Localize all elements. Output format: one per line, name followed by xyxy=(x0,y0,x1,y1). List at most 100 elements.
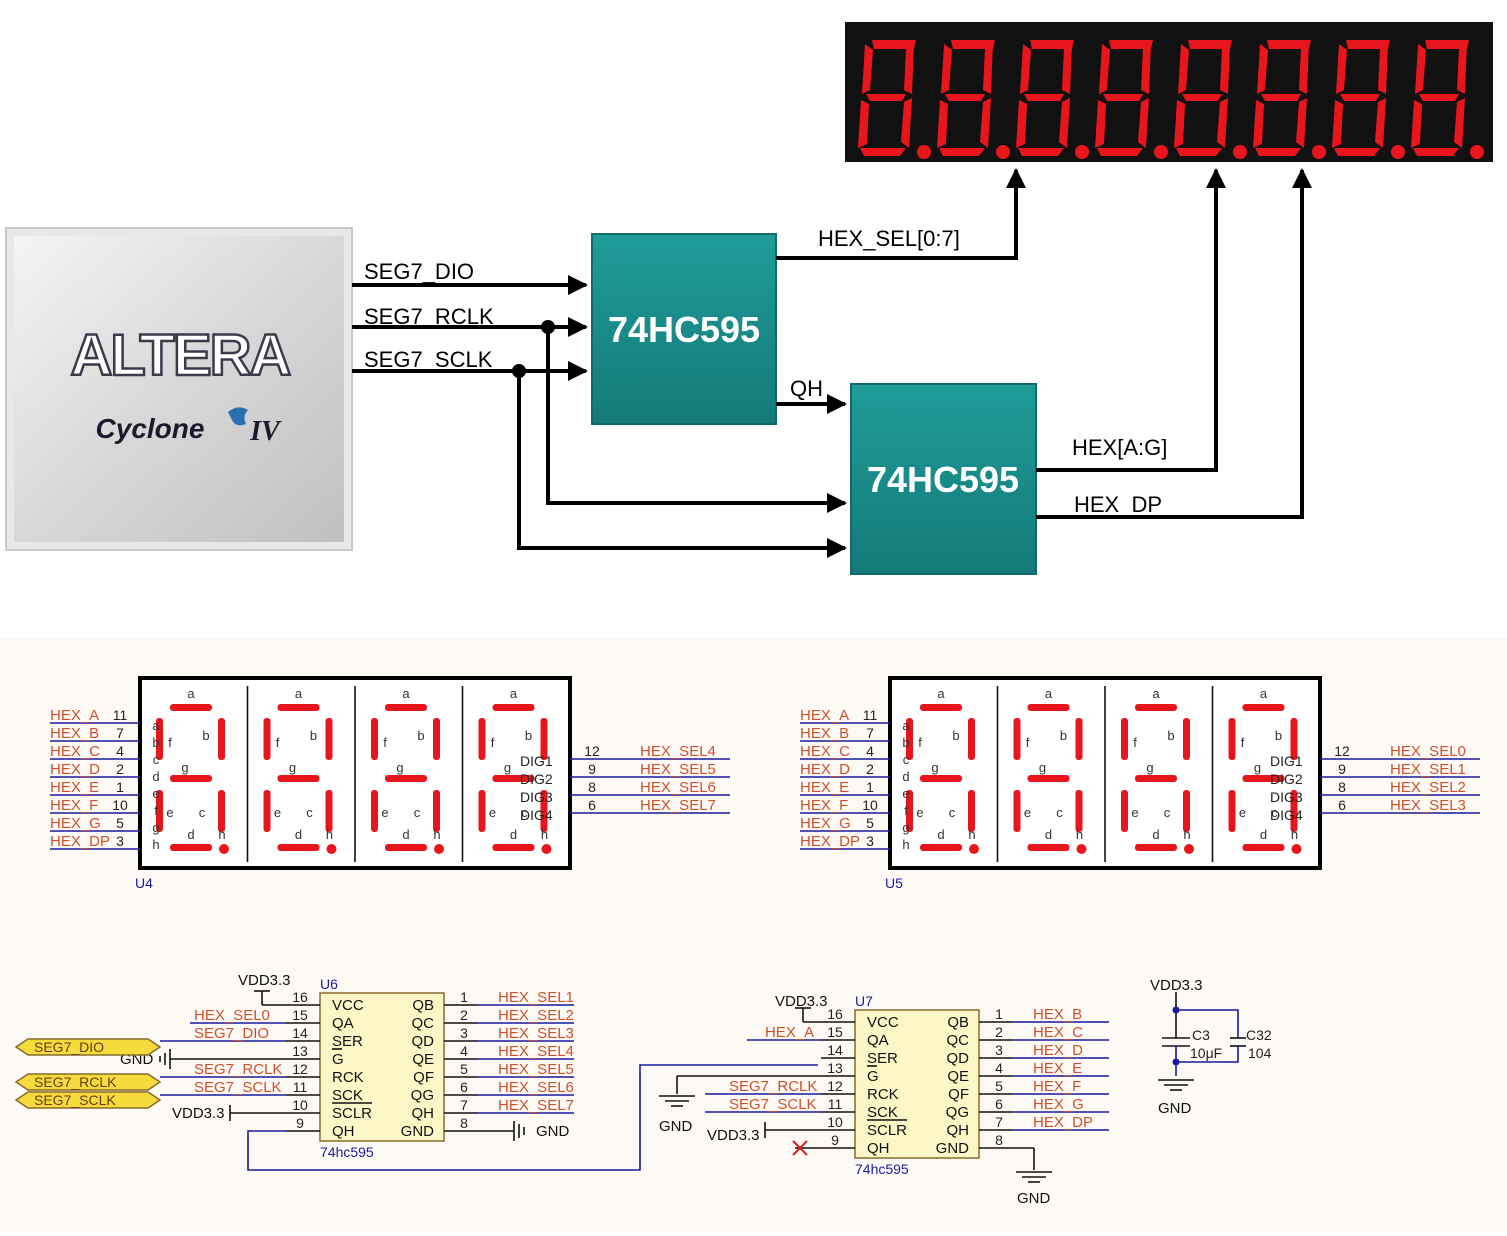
segment-pin-letter: e xyxy=(152,786,159,801)
net-label: HEX_SEL2 xyxy=(1390,779,1466,796)
segment-letter: f xyxy=(1026,735,1030,750)
net-label: HEX_B xyxy=(800,725,849,742)
seg-g xyxy=(492,775,535,782)
pin-number: 7 xyxy=(460,1097,468,1113)
net-label: HEX_SEL6 xyxy=(498,1079,574,1096)
label-seg7-dio: SEG7_DIO xyxy=(364,259,474,284)
net-label: HEX_SEL2 xyxy=(498,1007,574,1024)
ground-symbol-u7-out xyxy=(1016,1171,1052,1183)
segment-letter: b xyxy=(525,728,532,743)
port-label: SEG7_RCLK xyxy=(34,1074,117,1090)
segment-pin-letter: f xyxy=(904,803,908,818)
net-label: SEG7_RCLK xyxy=(729,1078,817,1095)
led-seg-d xyxy=(1255,148,1301,156)
seg-f xyxy=(263,718,271,760)
junction-dot xyxy=(1172,1058,1180,1066)
shift-register-2 xyxy=(850,383,1037,575)
ic-pin-name: QH xyxy=(867,1140,890,1157)
net-label: HEX_D xyxy=(50,761,100,778)
net-label: HEX_SEL3 xyxy=(498,1025,574,1042)
ic-pin-name: SCK xyxy=(867,1104,898,1121)
block-diagram: ALTERA Cyclone IV 74HC595 74HC595 SEG7_D… xyxy=(5,22,1493,575)
net-label: HEX_E xyxy=(50,779,99,796)
seg-e xyxy=(371,790,378,832)
pin-number: 6 xyxy=(460,1079,468,1095)
led-digit xyxy=(1253,40,1326,159)
digit-label: DIG1 xyxy=(520,753,553,769)
pin-number: 10 xyxy=(292,1097,308,1113)
seg-a xyxy=(385,704,427,711)
seg-e xyxy=(906,790,913,832)
pin-number: 2 xyxy=(460,1007,468,1023)
led-seg-dp xyxy=(1233,145,1247,159)
no-connect-icon xyxy=(792,1140,808,1156)
pin-number: 6 xyxy=(995,1096,1003,1112)
seg-f xyxy=(478,718,486,760)
led-seg-d xyxy=(1176,148,1222,156)
led-seg-c xyxy=(1454,98,1465,148)
segment-letter: d xyxy=(510,827,517,842)
segment-pin-letter: g xyxy=(902,820,909,835)
segment-letter: g xyxy=(1254,760,1261,775)
led-seg-e xyxy=(1095,100,1106,148)
led-digit xyxy=(1174,40,1247,159)
ground-symbol-u7-g xyxy=(659,1095,695,1107)
seg-e xyxy=(1121,790,1128,832)
led-seg-e xyxy=(1332,100,1343,148)
seg-b xyxy=(218,718,225,760)
label-hex-sel: HEX_SEL[0:7] xyxy=(818,226,960,251)
segment-letter: e xyxy=(1239,805,1246,820)
segment-letter: a xyxy=(1152,686,1160,701)
segment-letter: h xyxy=(433,827,440,842)
led-digit xyxy=(1332,40,1405,159)
pin-number: 14 xyxy=(292,1025,308,1041)
segment-letter: g xyxy=(396,760,403,775)
seg-c xyxy=(1183,790,1190,832)
junction-rclk xyxy=(541,320,555,334)
pin-number: 11 xyxy=(113,707,128,723)
segment-pin-letter: c xyxy=(903,752,910,767)
wire-hex-seg xyxy=(1036,168,1226,472)
seg-f xyxy=(371,718,378,760)
seg-b xyxy=(1183,718,1190,760)
net-label: HEX_SEL7 xyxy=(640,797,716,814)
pin-number: 3 xyxy=(116,833,124,849)
vdd-label: VDD3.3 xyxy=(775,993,828,1010)
led-seg-c xyxy=(1138,98,1149,148)
net-label: HEX_G xyxy=(800,815,851,832)
segment-letter: d xyxy=(937,827,944,842)
net-label: HEX_A xyxy=(765,1024,814,1041)
pin-number: 9 xyxy=(296,1115,304,1131)
led-seg-f xyxy=(941,44,952,94)
led-seg-a xyxy=(872,40,916,49)
segment-letter: d xyxy=(295,827,302,842)
segment-pin-letter: h xyxy=(152,837,159,852)
pin-number: 14 xyxy=(827,1042,843,1058)
led-seg-a xyxy=(951,40,995,49)
seg-b xyxy=(1290,718,1298,760)
segment-pin-letter: a xyxy=(902,718,910,733)
net-label: HEX_A xyxy=(800,707,849,724)
seg-d xyxy=(1135,844,1177,851)
pin-number: 12 xyxy=(292,1061,308,1077)
seg-a xyxy=(1242,704,1285,711)
segment-letter: e xyxy=(916,805,923,820)
seg-e xyxy=(478,790,486,832)
led-digits xyxy=(858,40,1484,159)
net-label: HEX_C xyxy=(1033,1024,1083,1041)
led-seg-d xyxy=(1413,148,1459,156)
label-seg7-rclk: SEG7_RCLK xyxy=(364,304,494,329)
digit-label: DIG1 xyxy=(1270,753,1303,769)
pin-number: 15 xyxy=(292,1007,308,1023)
segment-letter: f xyxy=(491,735,495,750)
ic-pin-name: VCC xyxy=(867,1014,899,1031)
segment-pin-letter: h xyxy=(902,837,909,852)
net-label: SEG7_RCLK xyxy=(194,1061,282,1078)
seg-a xyxy=(492,704,535,711)
seg-b xyxy=(325,718,333,760)
led-seg-g xyxy=(866,94,906,101)
ic-pin-name: QG xyxy=(411,1087,434,1104)
